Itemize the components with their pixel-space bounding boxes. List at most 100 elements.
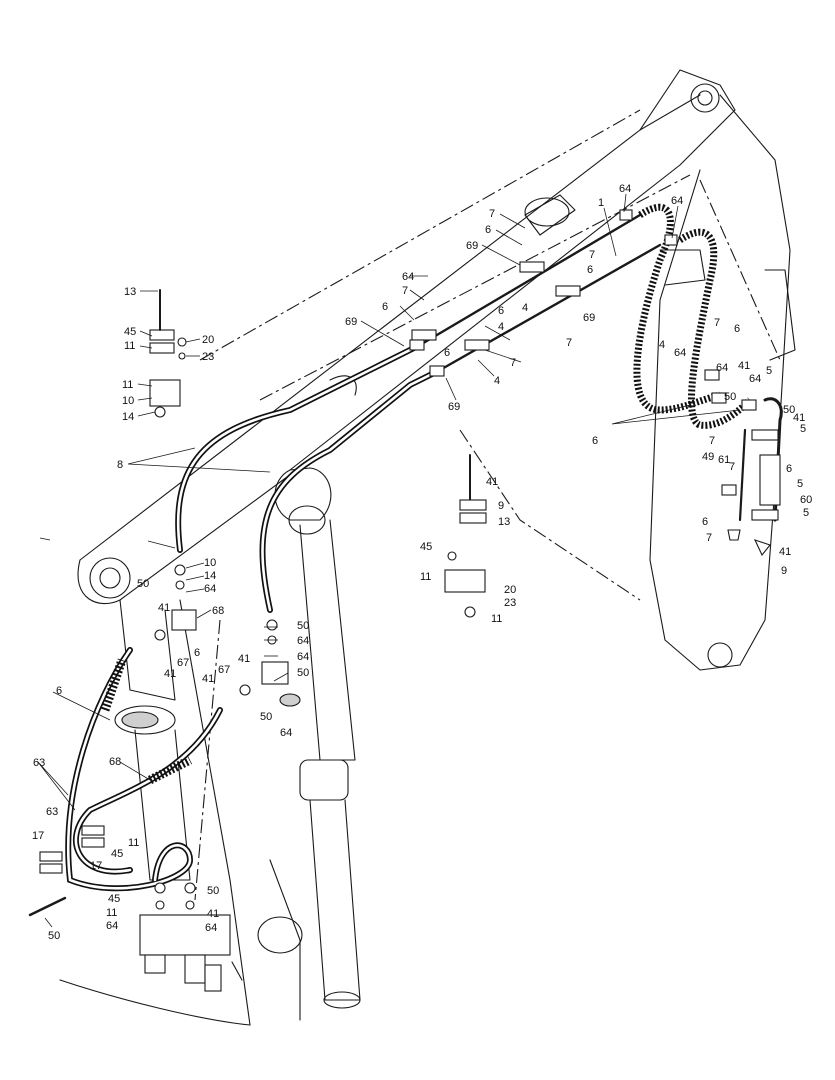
callout-label: 64 — [106, 920, 118, 932]
callout-label: 9 — [498, 500, 504, 512]
callout-label: 9 — [781, 565, 787, 577]
leader-lines — [37, 193, 741, 928]
callout-label: 6 — [56, 685, 62, 697]
callout-label: 17 — [32, 830, 44, 842]
callout-label: 6 — [444, 347, 450, 359]
callout-label: 41 — [207, 908, 219, 920]
callout-label: 5 — [800, 423, 806, 435]
callout-label: 50 — [297, 667, 309, 679]
callout-label: 13 — [498, 516, 510, 528]
callout-label: 41 — [486, 476, 498, 488]
callout-label: 5 — [766, 365, 772, 377]
callout-label: 7 — [402, 285, 408, 297]
callout-label: 4 — [498, 321, 504, 333]
callout-label: 41 — [779, 546, 791, 558]
callout-label: 50 — [724, 391, 736, 403]
callout-label: 67 — [218, 664, 230, 676]
callout-label: 41 — [158, 602, 170, 614]
callout-label: 50 — [48, 930, 60, 942]
callout-label: 50 — [207, 885, 219, 897]
callout-label: 45 — [420, 541, 432, 553]
callout-label: 45 — [108, 893, 120, 905]
callout-label: 11 — [106, 907, 117, 919]
callout-label: 64 — [671, 195, 683, 207]
callout-label: 45 — [111, 848, 123, 860]
callout-label: 64 — [716, 362, 728, 374]
callout-label: 11 — [491, 613, 502, 625]
callout-label: 63 — [33, 757, 45, 769]
callout-label: 64 — [204, 583, 216, 595]
callout-label: 60 — [800, 494, 812, 506]
callout-label: 41 — [738, 360, 750, 372]
callout-label: 64 — [205, 922, 217, 934]
callout-label: 64 — [749, 373, 761, 385]
callout-label: 8 — [117, 459, 123, 471]
callout-label: 63 — [46, 806, 58, 818]
callout-label: 41 — [202, 673, 214, 685]
callout-label: 11 — [128, 837, 139, 849]
callout-label: 61 — [718, 454, 730, 466]
callout-label: 23 — [202, 351, 214, 363]
callout-label: 10 — [204, 557, 216, 569]
callout-label: 6 — [382, 301, 388, 313]
callout-label: 64 — [297, 651, 309, 663]
callout-labels: 13 45 11 20 23 11 10 14 8 7 6 69 64 7 6 … — [32, 183, 812, 942]
callout-label: 69 — [345, 316, 357, 328]
callout-label: 7 — [510, 357, 516, 369]
callout-label: 64 — [619, 183, 631, 195]
callout-label: 64 — [674, 347, 686, 359]
callout-label: 64 — [297, 635, 309, 647]
hose-set — [65, 203, 783, 892]
callout-label: 6 — [485, 224, 491, 236]
callout-label: 69 — [448, 401, 460, 413]
callout-label: 50 — [783, 404, 795, 416]
callout-label: 69 — [583, 312, 595, 324]
callout-label: 41 — [238, 653, 250, 665]
callout-label: 50 — [260, 711, 272, 723]
callout-label: 20 — [202, 334, 214, 346]
callout-label: 64 — [280, 727, 292, 739]
callout-label: 6 — [498, 305, 504, 317]
callout-label: 11 — [420, 571, 431, 583]
callout-label: 6 — [702, 516, 708, 528]
callout-label: 50 — [297, 620, 309, 632]
callout-label: 6 — [587, 264, 593, 276]
fittings-and-clamps — [28, 209, 781, 992]
callout-label: 7 — [589, 249, 595, 261]
callout-label: 7 — [566, 337, 572, 349]
callout-label: 17 — [90, 860, 102, 872]
callout-label: 11 — [122, 379, 133, 391]
callout-label: 7 — [709, 435, 715, 447]
callout-label: 50 — [137, 578, 149, 590]
callout-label: 7 — [706, 532, 712, 544]
callout-label: 64 — [402, 271, 414, 283]
callout-label: 20 — [504, 584, 516, 596]
callout-label: 6 — [734, 323, 740, 335]
callout-label: 5 — [803, 507, 809, 519]
callout-label: 11 — [124, 340, 135, 352]
callout-label: 49 — [702, 451, 714, 463]
callout-label: 45 — [124, 326, 136, 338]
callout-label: 23 — [504, 597, 516, 609]
callout-label: 41 — [793, 412, 805, 424]
callout-label: 4 — [522, 302, 528, 314]
callout-label: 41 — [164, 668, 176, 680]
callout-label: 13 — [124, 286, 136, 298]
callout-label: 4 — [494, 375, 500, 387]
callout-label: 7 — [714, 317, 720, 329]
callout-label: 68 — [109, 756, 121, 768]
callout-label: 6 — [786, 463, 792, 475]
callout-label: 7 — [729, 461, 735, 473]
callout-label: 68 — [212, 605, 224, 617]
callout-label: 7 — [489, 208, 495, 220]
callout-label: 10 — [122, 395, 134, 407]
callout-label: 4 — [659, 339, 665, 351]
callout-label: 69 — [466, 240, 478, 252]
callout-label: 67 — [177, 657, 189, 669]
callout-label: 6 — [194, 647, 200, 659]
callout-label: 6 — [592, 435, 598, 447]
callout-label: 14 — [204, 570, 216, 582]
callout-label: 14 — [122, 411, 134, 423]
callout-label: 5 — [797, 478, 803, 490]
